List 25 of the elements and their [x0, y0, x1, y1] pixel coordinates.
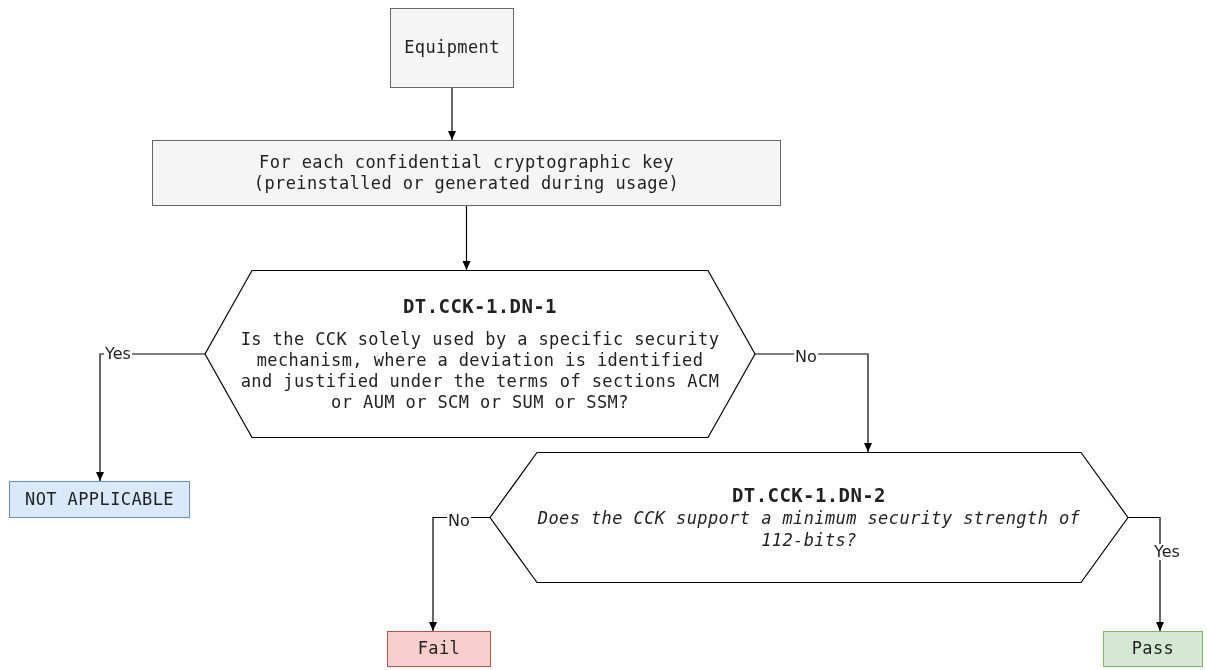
arrow	[754, 353, 872, 453]
decision-hexagon	[205, 270, 755, 438]
edge-label: Yes	[104, 346, 132, 362]
edge-label: Yes	[1153, 544, 1181, 560]
process-box	[152, 140, 781, 206]
outcome-box	[9, 481, 190, 518]
arrow	[1127, 516, 1164, 632]
box-label: Pass	[1131, 638, 1175, 660]
outcome-box	[387, 631, 491, 667]
outcome-box	[1103, 631, 1203, 667]
arrow	[462, 205, 471, 271]
box-label: Fail	[417, 638, 461, 660]
decision-hexagon	[490, 452, 1128, 583]
arrow	[448, 87, 456, 141]
box-label: Equipment	[404, 37, 500, 59]
decision-question: Is the CCK solely used by a specific security mechanism, where a deviation is identified and justified under the terms of sections ACM or AUM or SCM or SUM or SSM?	[239, 328, 721, 414]
edge-label: No	[794, 349, 818, 365]
decision-id: DT.CCK-1.DN-2	[732, 484, 886, 507]
box-label: NOT APPLICABLE	[25, 488, 174, 511]
arrow	[429, 516, 491, 632]
decision-id: DT.CCK-1.DN-1	[403, 294, 557, 317]
decision-question: Does the CCK support a minimum security strength of 112-bits?	[536, 508, 1082, 551]
process-box	[390, 8, 514, 88]
box-label: For each confidential cryptographic key (preinstalled or generated during usage)	[252, 151, 681, 195]
edge-label: No	[447, 513, 471, 529]
